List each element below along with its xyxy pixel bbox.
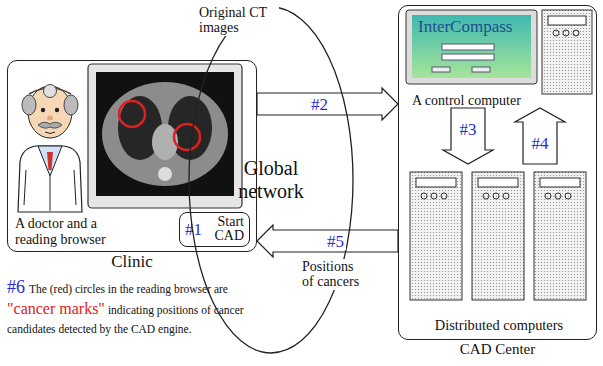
node-caption: Distributed computers [404, 318, 594, 334]
distributed-computers-figure-part [545, 193, 551, 199]
doctor-figure-part [47, 152, 53, 170]
reading-browser-monitor-part [96, 72, 234, 196]
callout-number: #3 [458, 121, 479, 138]
doctor-figure-part [74, 170, 76, 205]
control-computer-figure-part [472, 67, 490, 72]
callout-number: #2 [309, 96, 330, 113]
doctor-figure-part [47, 116, 53, 121]
control-computer-figure-part [553, 30, 559, 36]
arrow-caption: Positions of cancers [300, 259, 370, 290]
distributed-computers-figure-part [441, 193, 447, 199]
control-computer-figure-part [406, 10, 537, 84]
control-computer-figure-part [442, 54, 494, 60]
callout-number: #4 [530, 135, 551, 152]
distributed-computers-figure-part [472, 172, 524, 300]
distributed-computers-figure-part [410, 172, 462, 300]
reading-browser-monitor-part [119, 101, 145, 127]
control-computer-figure-part [432, 67, 450, 72]
block-arrow [257, 225, 398, 257]
doctor-figure-part [22, 95, 36, 115]
control-computer-figure-part [542, 10, 592, 94]
doctor-figure-part [38, 146, 62, 176]
node-label: Global network [229, 157, 313, 203]
doctor-figure [18, 85, 82, 213]
control-computer-figure-part [563, 30, 569, 36]
distributed-computers-figure-part [565, 193, 571, 199]
node-caption: A doctor and a reading browser [15, 216, 127, 247]
doctor-figure-part [50, 176, 51, 211]
block-arrow [257, 88, 398, 120]
distributed-computers-figure-part [483, 193, 489, 199]
reading-browser-monitor [88, 64, 242, 208]
doctor-figure-part [18, 146, 82, 212]
callout-number: #6 [7, 277, 25, 299]
block-arrow [443, 108, 493, 164]
doctor-figure-part [38, 122, 62, 128]
button-label: Start CAD [208, 215, 244, 244]
distributed-computers-group: Distributed computers [404, 164, 594, 334]
note-emphasis: "cancer marks" [7, 299, 105, 318]
distributed-computers-figure-part [503, 193, 509, 199]
distributed-computers-figure-part [555, 193, 561, 199]
screen-title: InterCompass [418, 18, 512, 37]
node-heading: Clinic [8, 253, 256, 272]
doctor-figure-part [45, 132, 55, 134]
control-computer-figure-part [442, 44, 494, 50]
doctor-figure-part [41, 108, 45, 112]
control-computer-figure-part [412, 15, 531, 78]
start-button-box: #1Start CAD [179, 212, 250, 247]
note-text: The (red) circles in the reading browser… [29, 283, 228, 295]
distributed-computers-figure-part [493, 193, 499, 199]
cad-center-box: CAD CenterA control computerDistributed … [398, 5, 597, 340]
control-computer-figure-part [573, 30, 579, 36]
distributed-computers-figure-part [534, 172, 586, 300]
reading-browser-monitor-part [88, 64, 242, 208]
note-paragraph: #6 The (red) circles in the reading brows… [7, 277, 295, 337]
doctor-figure-part [64, 95, 78, 115]
doctor-figure-part [44, 85, 57, 98]
clinic-box: ClinicA doctor and a reading browser#1St… [7, 60, 257, 252]
node-heading: CAD Center [399, 341, 596, 358]
distributed-computers-figure-part [421, 193, 427, 199]
control-computer-figure-part [548, 16, 586, 25]
doctor-figure-part [55, 108, 59, 112]
reading-browser-monitor-part [174, 124, 200, 150]
reading-browser-monitor-part [158, 167, 172, 181]
control-computer-figure [406, 10, 592, 94]
block-arrow [515, 108, 565, 164]
arrow-caption: Original CT images [197, 5, 279, 36]
distributed-computers-figure-part [540, 178, 580, 187]
distributed-computers-figure-part [416, 178, 456, 187]
distributed-computers-figure-part [478, 178, 518, 187]
network-ellipse: Global network [188, 6, 354, 354]
doctor-figure-part [24, 170, 26, 205]
distributed-computers-figure [410, 172, 586, 300]
ellipse-line [189, 7, 353, 353]
reading-browser-monitor-part [102, 82, 228, 186]
node-caption: A control computer [412, 93, 562, 108]
distributed-computers-figure-part [431, 193, 437, 199]
callout-number: #5 [325, 233, 346, 250]
